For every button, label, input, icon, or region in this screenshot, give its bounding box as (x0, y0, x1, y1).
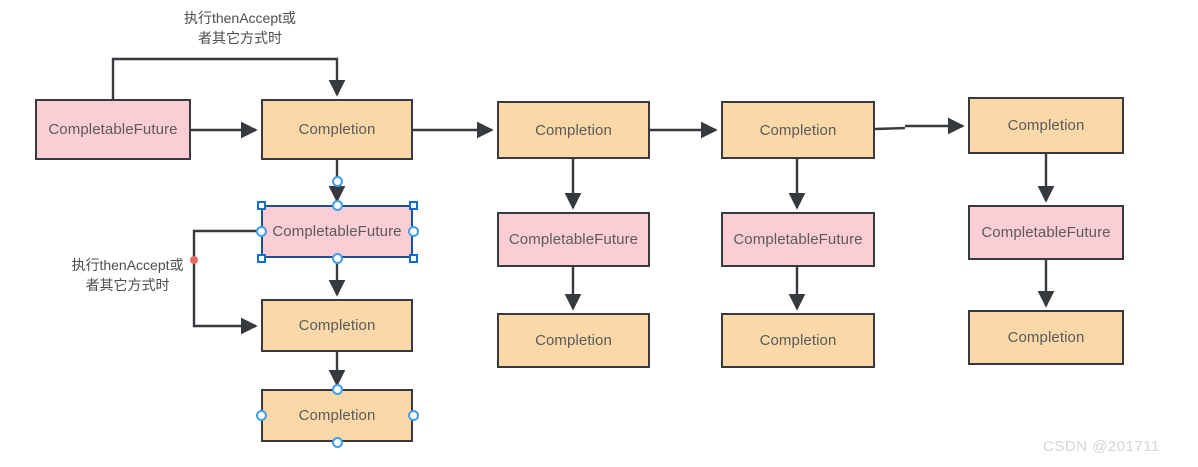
connection-point-comp9-bottom[interactable] (331, 436, 343, 448)
node-completion-3[interactable]: Completion (721, 101, 875, 159)
connection-point-comp9-right[interactable] (407, 409, 419, 421)
node-label: Completion (298, 317, 376, 334)
node-completable-future-4[interactable]: CompletableFuture (721, 212, 875, 267)
connection-point-edge-comp1-cf2[interactable] (331, 175, 343, 187)
node-completion-7[interactable]: Completion (721, 313, 875, 368)
node-completable-future-3[interactable]: CompletableFuture (497, 212, 650, 267)
connection-waypoint-red-dot[interactable] (190, 256, 198, 264)
node-label: Completion (1007, 329, 1085, 346)
edge-cf1-top-comp1 (111, 57, 346, 99)
note-top: 执行thenAccept或 者其它方式时 (183, 10, 297, 46)
node-completable-future-1[interactable]: CompletableFuture (35, 99, 191, 160)
node-completion-8[interactable]: Completion (968, 310, 1124, 365)
node-completion-6[interactable]: Completion (497, 313, 650, 368)
node-completion-2[interactable]: Completion (497, 101, 650, 159)
csdn-watermark: CSDN @201711 (1043, 438, 1160, 455)
node-label: Completion (298, 407, 376, 424)
selection-handle-top-center[interactable] (331, 199, 343, 211)
selection-handle-bottom-center[interactable] (331, 252, 343, 264)
connection-point-comp9-top[interactable] (331, 383, 343, 395)
node-label: CompletableFuture (981, 224, 1111, 241)
node-completion-1[interactable]: Completion (261, 99, 413, 160)
node-label: CompletableFuture (733, 231, 863, 248)
edge-cf2-comp5-left (192, 229, 261, 335)
connection-point-comp9-left[interactable] (255, 409, 267, 421)
selection-handle-top-left[interactable] (256, 200, 266, 210)
node-label: Completion (1007, 117, 1085, 134)
node-label: CompletableFuture (48, 121, 178, 138)
node-completion-5[interactable]: Completion (261, 299, 413, 352)
note-left: 执行thenAccept或 者其它方式时 (71, 257, 184, 293)
node-label: Completion (535, 121, 612, 139)
selection-handle-bottom-right[interactable] (408, 253, 418, 263)
selection-handle-middle-right[interactable] (407, 225, 419, 237)
selection-handle-bottom-left[interactable] (256, 253, 266, 263)
node-completion-9[interactable]: Completion (261, 389, 413, 442)
selection-handle-top-right[interactable] (408, 200, 418, 210)
node-completable-future-2-selected[interactable]: CompletableFuture (261, 205, 413, 258)
node-label: Completion (759, 332, 837, 349)
node-label: CompletableFuture (272, 223, 402, 240)
node-label: CompletableFuture (508, 231, 639, 248)
edge-comp3-comp4 (874, 126, 906, 131)
node-label: Completion (535, 332, 612, 349)
node-label: Completion (298, 121, 376, 138)
selection-handle-middle-left[interactable] (255, 225, 267, 237)
node-completion-4[interactable]: Completion (968, 97, 1124, 154)
node-completable-future-5[interactable]: CompletableFuture (968, 205, 1124, 260)
node-label: Completion (759, 121, 837, 139)
